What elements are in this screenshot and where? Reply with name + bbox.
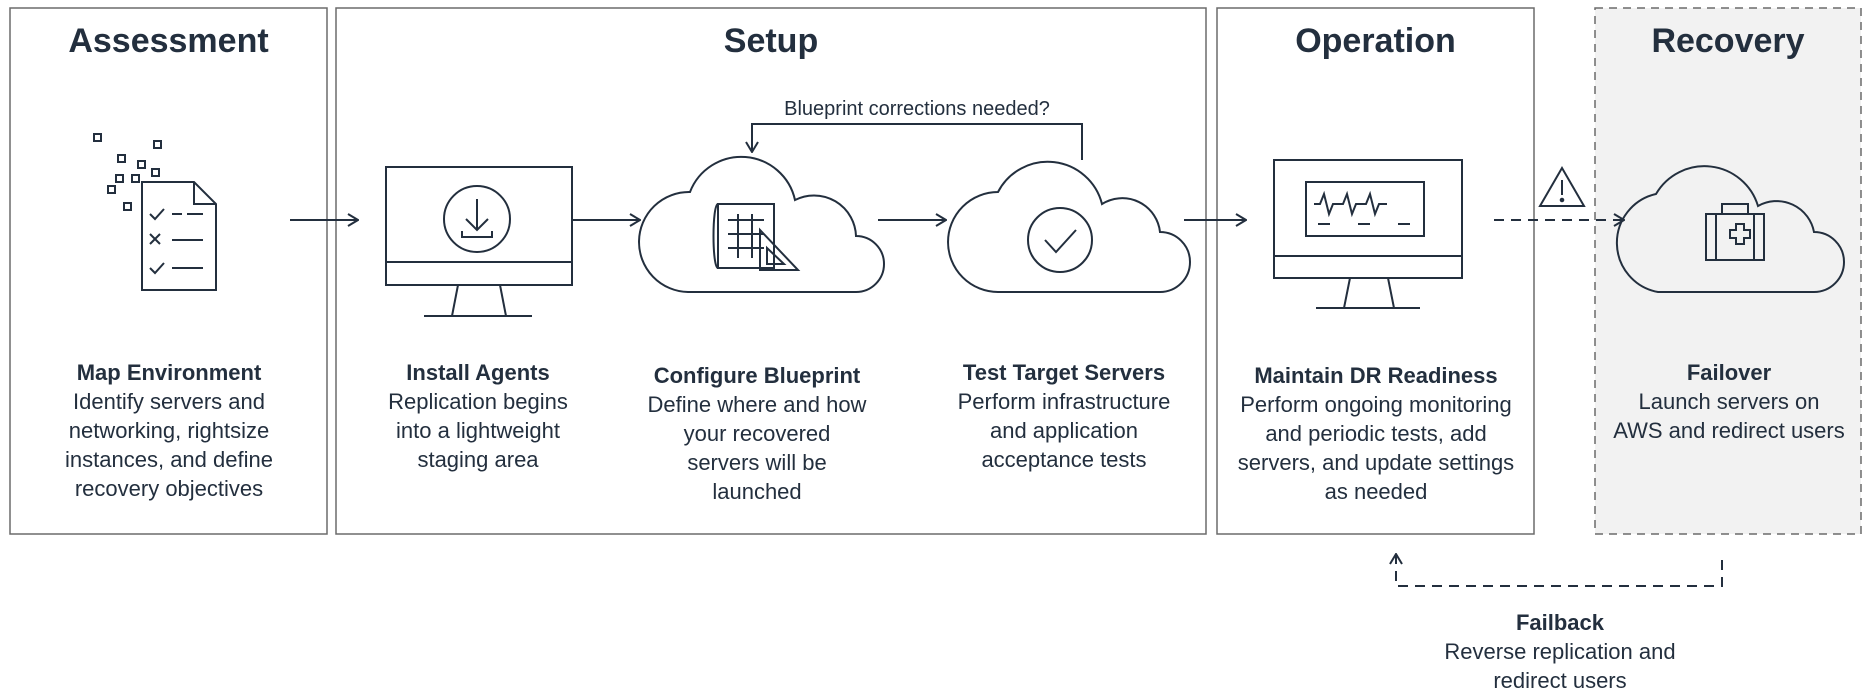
cloud-blueprint-icon (638, 155, 885, 293)
stage-title-operation: Operation (1295, 22, 1456, 60)
step-map-environment: Map Environment Identify servers and net… (30, 358, 308, 503)
failback-desc: Reverse replication and redirect users (1444, 639, 1676, 693)
stage-title-setup: Setup (723, 22, 819, 60)
step-title: Install Agents (406, 360, 550, 385)
step-configure-blueprint: Configure Blueprint Define where and how… (646, 361, 868, 506)
stage-title-assessment: Assessment (68, 22, 269, 60)
loop-arrow-blueprint-corrections (752, 123, 1083, 160)
step-desc: Define where and how your recovered serv… (647, 392, 867, 504)
step-maintain-dr-readiness: Maintain DR Readiness Perform ongoing mo… (1236, 361, 1516, 506)
monitor-download-icon (385, 166, 573, 317)
step-title: Failover (1686, 360, 1772, 385)
assessment-stage-box (9, 7, 328, 535)
step-install-agents: Install Agents Replication begins into a… (370, 358, 586, 474)
step-desc: Launch servers on AWS and redirect users (1613, 389, 1845, 443)
failback-caption: Failback Reverse replication and redirec… (1440, 608, 1680, 695)
cloud-firstaid-icon (1615, 165, 1845, 293)
checklist-icon (93, 133, 217, 291)
setup-stage-box (335, 7, 1207, 535)
step-desc: Replication begins into a lightweight st… (388, 389, 568, 472)
step-title: Configure Blueprint (653, 363, 861, 388)
failback-title: Failback (1515, 610, 1605, 635)
operation-stage-box (1216, 7, 1535, 535)
stage-title-recovery: Recovery (1651, 22, 1805, 60)
step-desc: Identify servers and networking, rightsi… (65, 389, 273, 501)
cloud-check-icon (947, 160, 1191, 293)
warning-icon (1538, 166, 1586, 207)
step-title: Test Target Servers (962, 360, 1166, 385)
step-title: Map Environment (76, 360, 262, 385)
flow-arrows (290, 123, 1723, 587)
step-failover: Failover Launch servers on AWS and redir… (1612, 358, 1846, 445)
step-test-target-servers: Test Target Servers Perform infrastructu… (938, 358, 1190, 474)
step-desc: Perform infrastructure and application a… (957, 389, 1171, 472)
failback-arrow (1396, 554, 1723, 587)
step-title: Maintain DR Readiness (1254, 363, 1498, 388)
monitor-pulse-icon (1273, 159, 1463, 309)
step-desc: Perform ongoing monitoring and periodic … (1237, 392, 1515, 504)
loop-label: Blueprint corrections needed? (784, 98, 1050, 120)
recovery-stage-box (1594, 7, 1862, 535)
